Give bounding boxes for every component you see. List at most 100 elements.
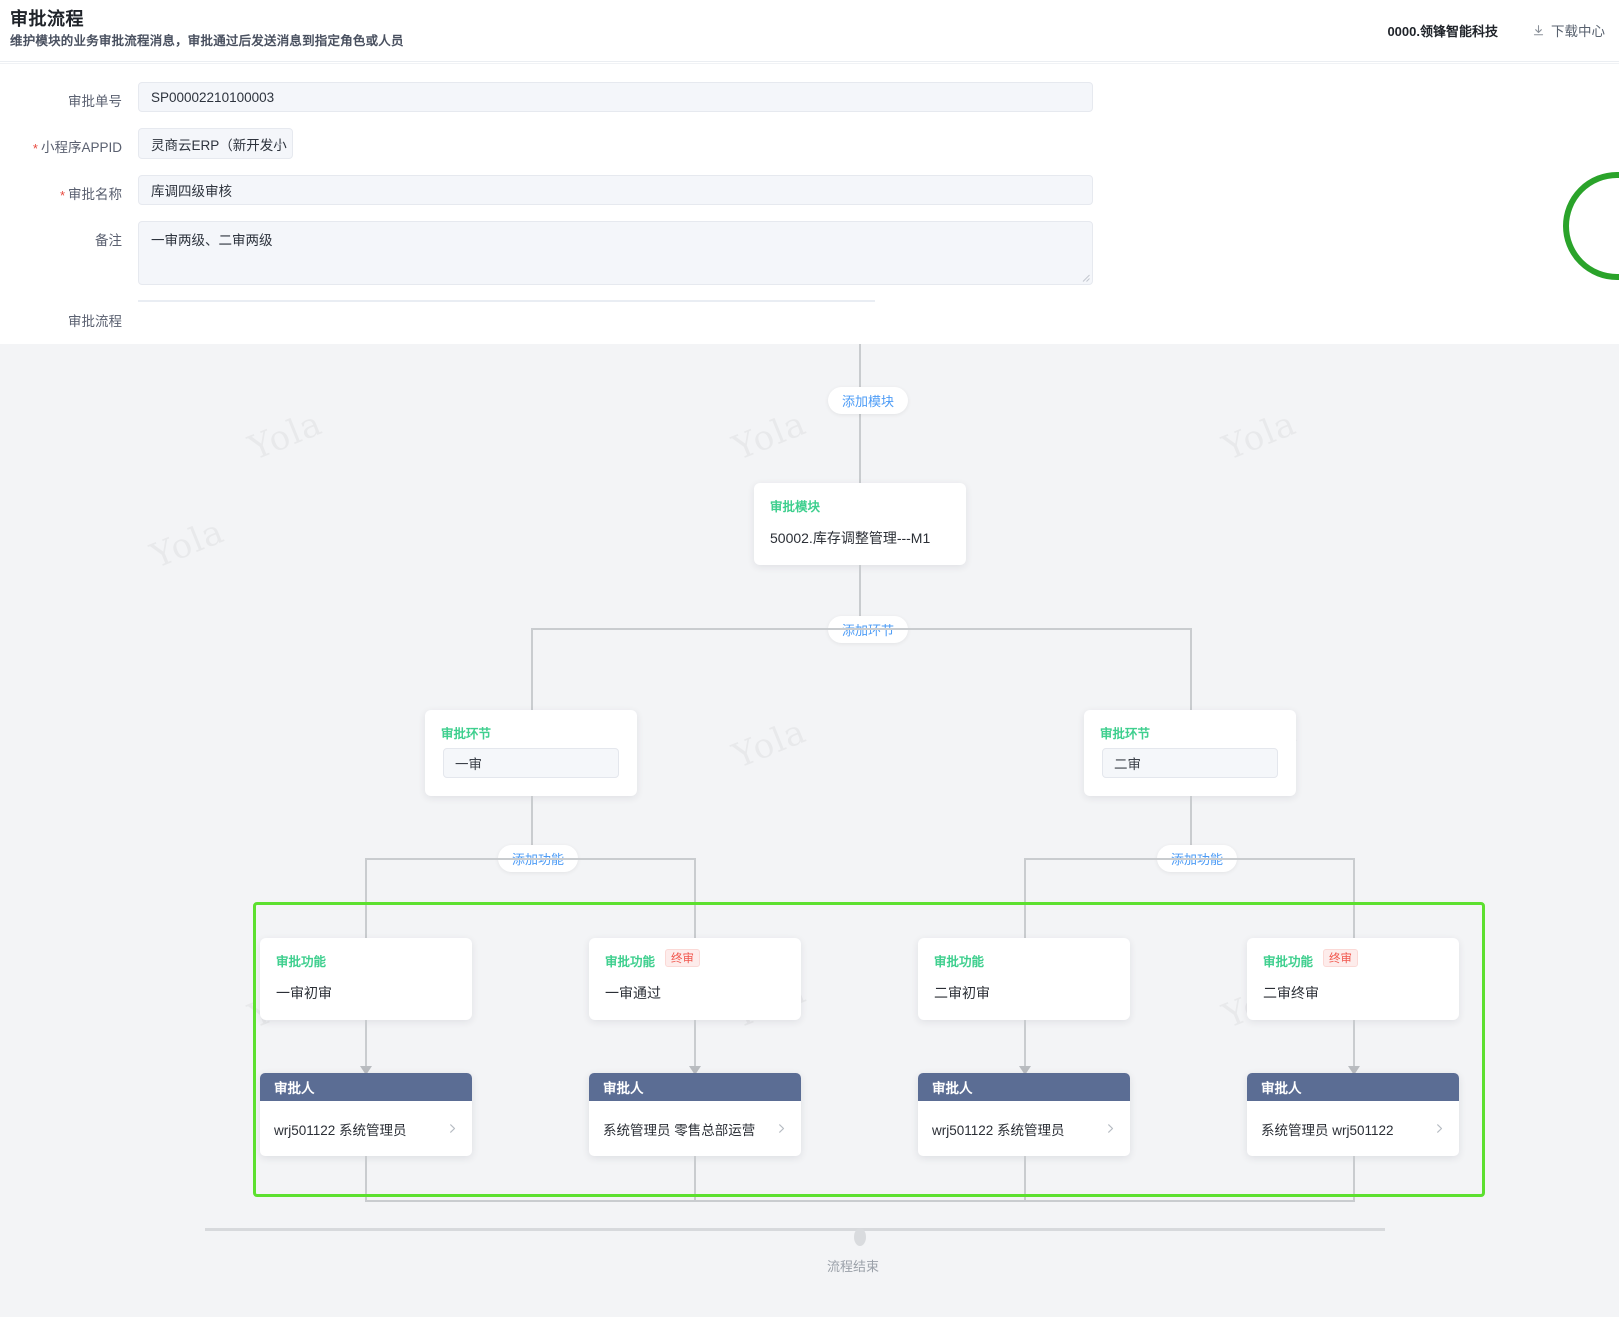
approver-card-title: 审批人 (589, 1073, 801, 1101)
function-card-name: 一审通过 (605, 985, 661, 1001)
connector-line (1024, 858, 1191, 860)
remark-textarea[interactable]: 一审两级、二审两级 (138, 221, 1093, 285)
approver-card-1[interactable]: 审批人 wrj501122 系统管理员 (260, 1073, 472, 1156)
appid-select[interactable]: 灵商云ERP（新开发小 (138, 128, 293, 159)
chevron-down-icon (275, 141, 283, 146)
function-card-name: 一审初审 (276, 985, 332, 1001)
connector-line (1024, 1156, 1026, 1202)
chevron-right-icon (1108, 1124, 1114, 1133)
label-remark: 备注 (95, 233, 122, 248)
connector-line (694, 1020, 696, 1071)
approver-card-title: 审批人 (1247, 1073, 1459, 1101)
approval-flow-divider (138, 300, 875, 302)
resize-grip-icon[interactable] (1081, 273, 1090, 282)
approver-names: 系统管理员 wrj501122 (1261, 1122, 1394, 1138)
approver-card-title: 审批人 (918, 1073, 1130, 1101)
decorative-green-arc (1563, 172, 1619, 280)
connector-line (1353, 1156, 1355, 1202)
function-card-tag: 审批功能 (1263, 955, 1314, 969)
function-card-tag: 审批功能 (605, 955, 656, 969)
connector-line (859, 565, 861, 630)
stage-name-value: 二审 (1114, 757, 1141, 772)
connector-line (1353, 1020, 1355, 1071)
approval-name-value: 库调四级审核 (151, 184, 232, 199)
connector-line (694, 1156, 696, 1202)
download-center-label: 下载中心 (1551, 24, 1605, 39)
function-card-name: 二审终审 (1263, 985, 1319, 1001)
form-panel: 审批单号 SP00002210100003 *小程序APPID 灵商云ERP（新… (0, 63, 1619, 344)
function-card-1[interactable]: 审批功能 一审初审 (260, 938, 472, 1020)
connector-line (365, 858, 367, 940)
stage-name-input-2[interactable]: 二审 (1102, 748, 1278, 778)
download-center-button[interactable]: 下载中心 (1532, 20, 1605, 40)
approver-names: 系统管理员 零售总部运营 (603, 1122, 756, 1138)
add-module-button[interactable]: 添加模块 (828, 387, 909, 414)
label-approval-no: 审批单号 (68, 94, 122, 109)
approver-card-body[interactable]: wrj501122 系统管理员 (918, 1101, 1130, 1156)
watermark: Yola (243, 403, 328, 468)
approver-card-title: 审批人 (260, 1073, 472, 1101)
header-actions: 0000.领锋智能科技 下载中心 (1387, 20, 1605, 40)
stage-name-value: 一审 (455, 757, 482, 772)
connector-line (1190, 796, 1192, 859)
approver-card-body[interactable]: 系统管理员 wrj501122 (1247, 1101, 1459, 1156)
approver-card-2[interactable]: 审批人 系统管理员 零售总部运营 (589, 1073, 801, 1156)
connector-line (365, 1200, 1354, 1202)
approval-no-value: SP00002210100003 (151, 89, 275, 105)
required-star: * (32, 141, 38, 156)
stage-name-input-1[interactable]: 一审 (443, 748, 619, 778)
approver-card-3[interactable]: 审批人 wrj501122 系统管理员 (918, 1073, 1130, 1156)
function-card-3[interactable]: 审批功能 二审初审 (918, 938, 1130, 1020)
approver-card-4[interactable]: 审批人 系统管理员 wrj501122 (1247, 1073, 1459, 1156)
arrow-head-icon (360, 1066, 372, 1075)
connector-line (365, 858, 532, 860)
module-card[interactable]: 审批模块 50002.库存调整管理---M1 (754, 483, 966, 565)
label-approval-name: *审批名称 (59, 187, 122, 203)
function-card-4[interactable]: 审批功能 终审 二审终审 (1247, 938, 1459, 1020)
stage-card-tag: 审批环节 (441, 727, 492, 741)
connector-line (365, 1020, 367, 1071)
approver-card-body[interactable]: wrj501122 系统管理员 (260, 1101, 472, 1156)
arrow-head-icon (689, 1066, 701, 1075)
flow-canvas: Yola Yola Yola Yola Yola Yola Yola Yola … (0, 344, 1619, 1317)
connector-line (531, 628, 860, 630)
arrow-head-icon (1348, 1066, 1360, 1075)
chevron-right-icon (1437, 1124, 1443, 1133)
page-header: 审批流程 维护模块的业务审批流程消息，审批通过后发送消息到指定角色或人员 000… (0, 0, 1619, 62)
function-card-tag: 审批功能 (276, 955, 327, 969)
watermark: Yola (1217, 403, 1302, 468)
connector-line (859, 344, 861, 484)
page-subtitle: 维护模块的业务审批流程消息，审批通过后发送消息到指定角色或人员 (10, 34, 404, 48)
connector-line (365, 1156, 367, 1202)
approval-no-input[interactable]: SP00002210100003 (138, 82, 1093, 112)
module-card-tag: 审批模块 (770, 500, 821, 514)
page-title: 审批流程 (10, 9, 84, 29)
connector-line (694, 858, 696, 940)
approval-name-input[interactable]: 库调四级审核 (138, 175, 1093, 205)
connector-line (1190, 628, 1192, 712)
approver-names: wrj501122 系统管理员 (274, 1122, 407, 1138)
flow-end-bar (205, 1228, 1385, 1231)
arrow-head-icon (1019, 1066, 1031, 1075)
connector-line (531, 796, 533, 859)
approver-names: wrj501122 系统管理员 (932, 1122, 1065, 1138)
watermark: Yola (145, 511, 230, 576)
function-card-2[interactable]: 审批功能 终审 一审通过 (589, 938, 801, 1020)
connector-line (531, 858, 696, 860)
add-module-label: 添加模块 (842, 394, 895, 409)
company-name: 0000.领锋智能科技 (1387, 23, 1498, 39)
final-approval-badge: 终审 (665, 949, 700, 967)
add-stage-label: 添加环节 (842, 623, 895, 638)
stage-card-2[interactable]: 审批环节 二审 (1084, 710, 1296, 796)
module-card-name: 50002.库存调整管理---M1 (770, 530, 931, 546)
label-approval-flow: 审批流程 (68, 314, 122, 329)
chevron-right-icon (779, 1124, 785, 1133)
connector-line (1024, 1020, 1026, 1071)
approver-card-body[interactable]: 系统管理员 零售总部运营 (589, 1101, 801, 1156)
required-star: * (59, 188, 65, 203)
connector-line (1190, 858, 1354, 860)
download-icon (1533, 24, 1544, 35)
stage-card-1[interactable]: 审批环节 一审 (425, 710, 637, 796)
stage-card-tag: 审批环节 (1100, 727, 1151, 741)
